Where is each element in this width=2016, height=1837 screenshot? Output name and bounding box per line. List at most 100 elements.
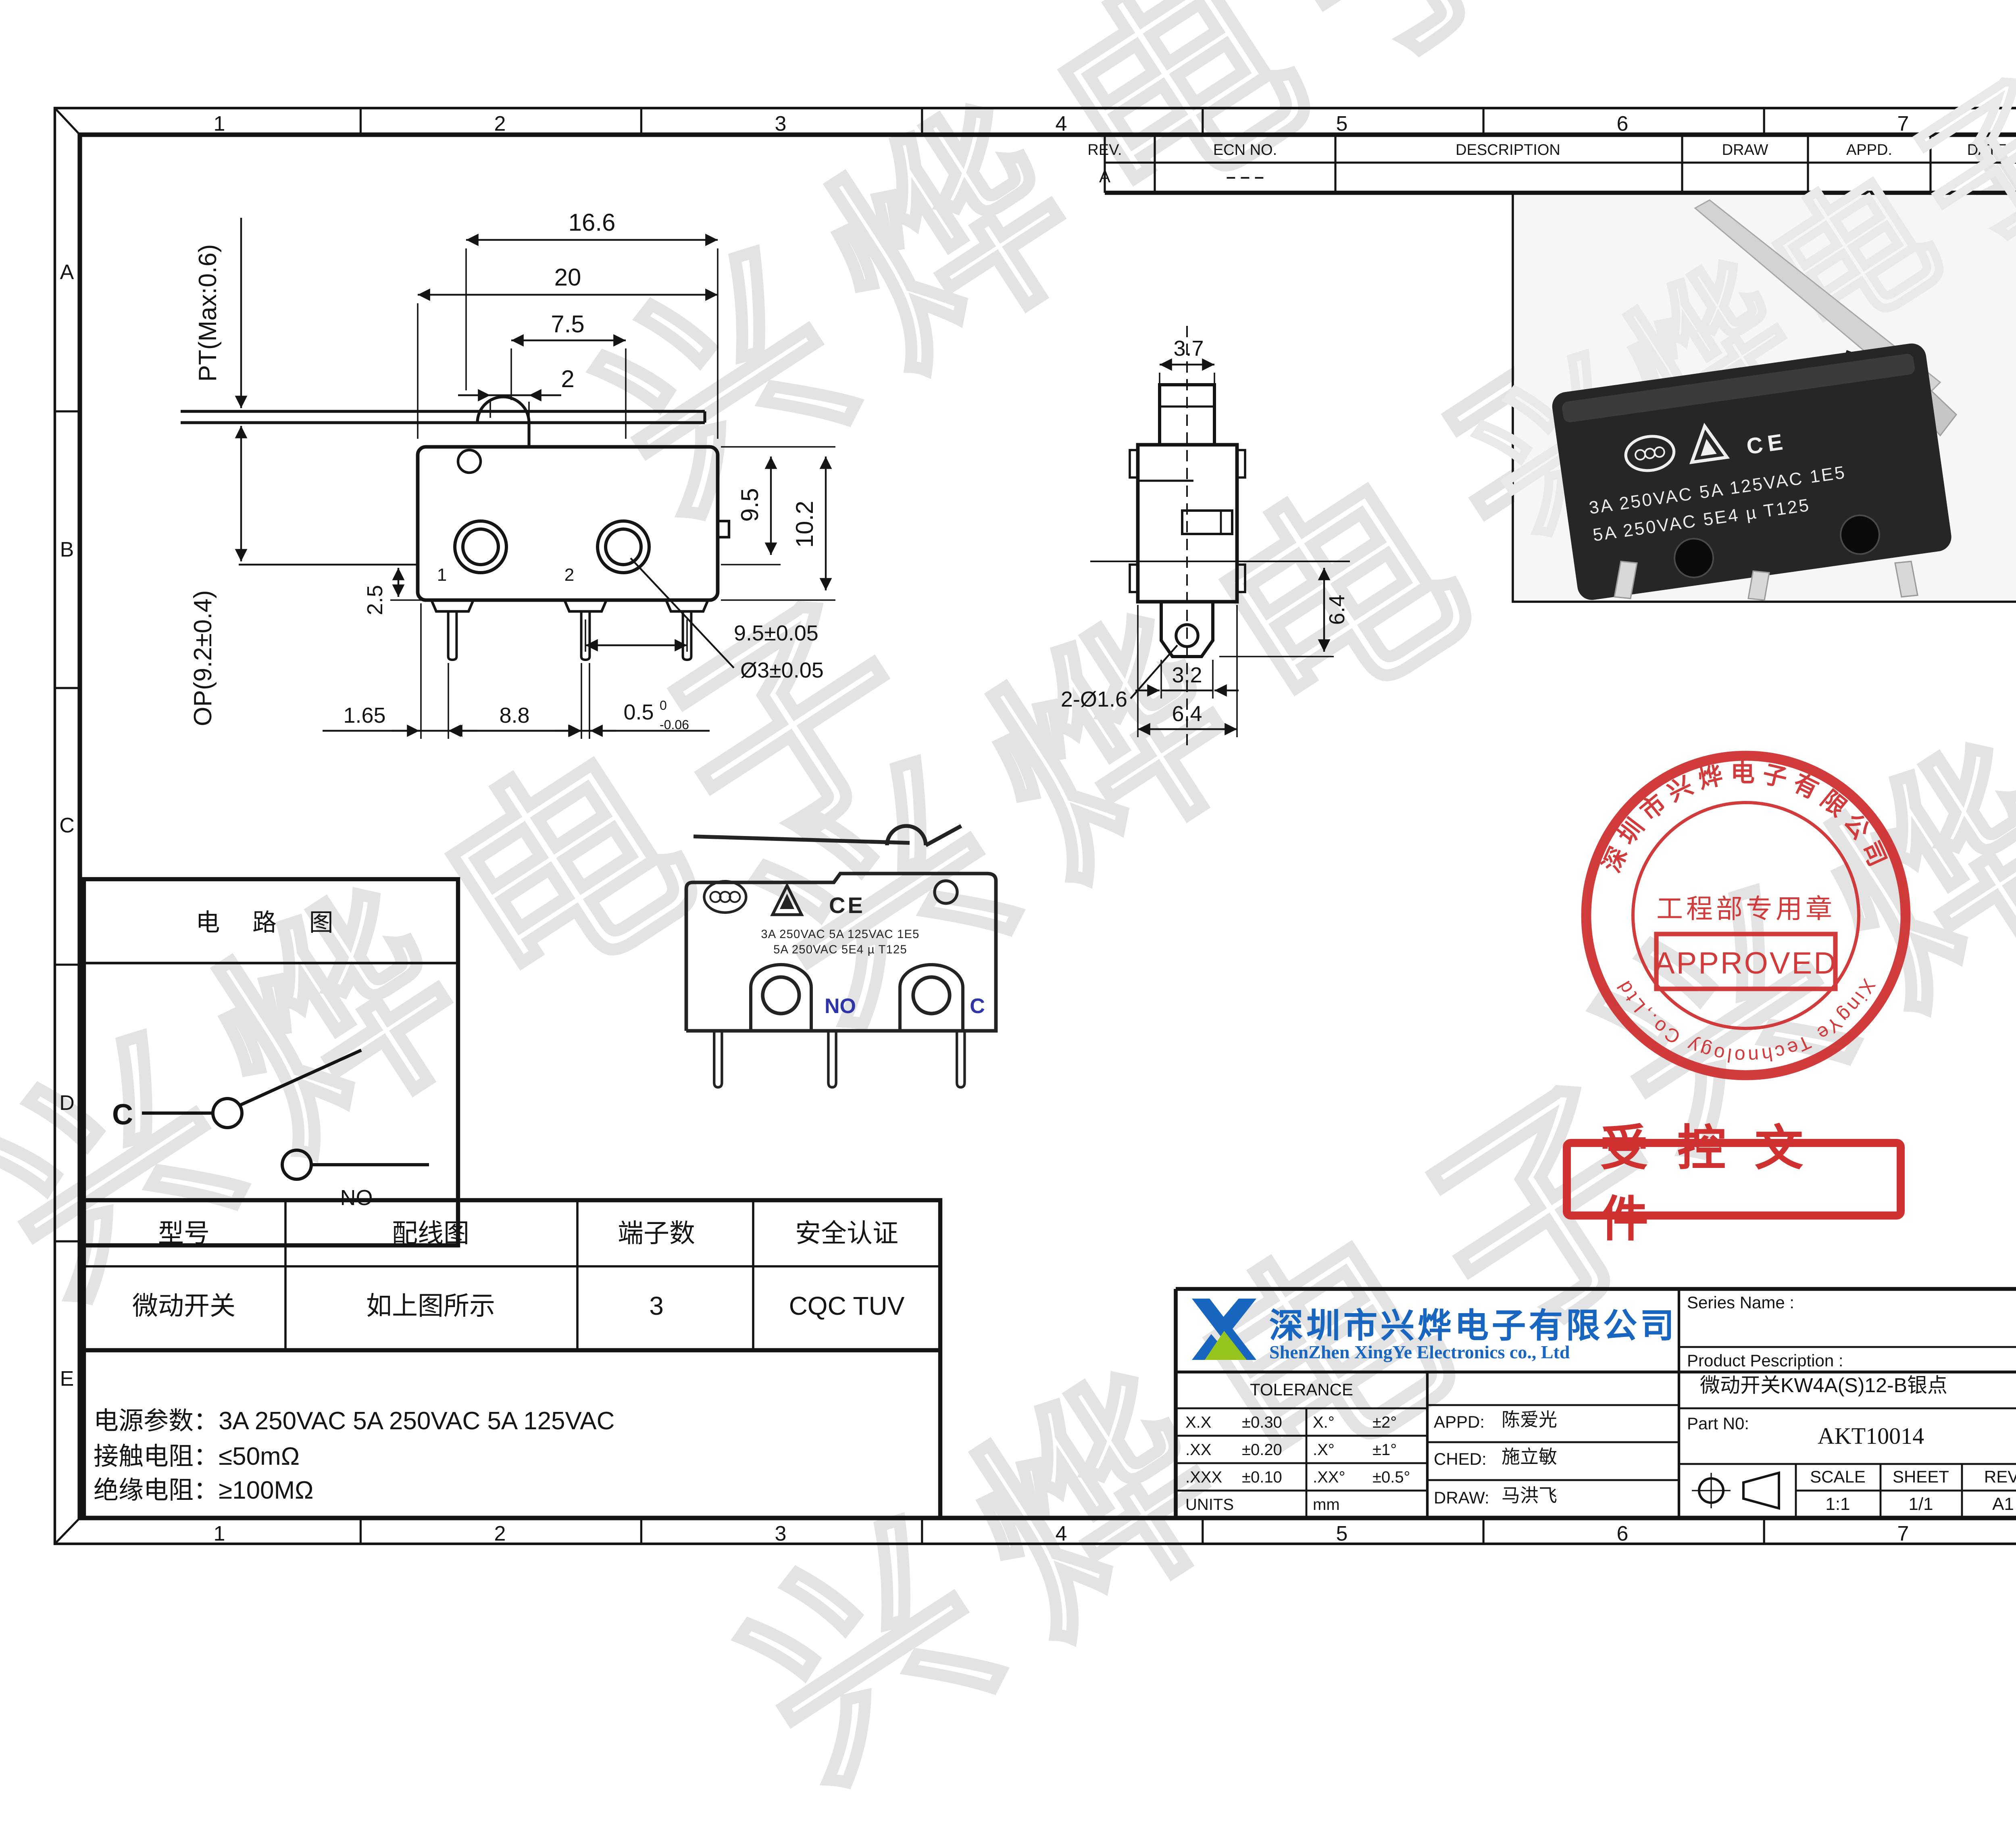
zone-label-bottom-2: 2	[494, 1521, 506, 1545]
rev-header-rev: REV.	[1087, 142, 1122, 160]
tol-r1-value2: ±2°	[1372, 1415, 1397, 1432]
dim-8-8: 8.8	[499, 703, 529, 728]
rev-label: REV.	[1984, 1468, 2016, 1487]
marking-c-label: C	[970, 995, 985, 1018]
draw-label: DRAW:	[1434, 1489, 1489, 1508]
company-name-cn: 深圳市兴烨电子有限公司	[1269, 1308, 1677, 1345]
tol-r3-value: ±0.10	[1242, 1470, 1282, 1487]
zone-label-top-3: 3	[775, 111, 787, 136]
dim-0-5: 0.5	[623, 700, 654, 724]
zone-label-left-B: B	[60, 537, 74, 561]
zone-label-top-4: 4	[1055, 111, 1067, 136]
spec-value-wiring: 如上图所示	[366, 1294, 495, 1321]
note-power-params: 电源参数：3A 250VAC 5A 250VAC 5A 125VAC	[94, 1407, 614, 1439]
note-insulation-resistance: 绝缘电阻：≥100MΩ	[94, 1476, 314, 1508]
scale-label: SCALE	[1810, 1468, 1866, 1487]
side-view-drawing: 3.7 6.4 2-Ø1.6 3.2 6.4	[1061, 326, 1350, 752]
zone-label-top-5: 5	[1336, 111, 1348, 136]
sheet-value: 1/1	[1908, 1495, 1933, 1515]
stamp-arc-top-text: 深圳市兴烨电子有限公司	[1598, 760, 1888, 876]
tol-r3-value2: ±0.5°	[1372, 1470, 1410, 1487]
tol-r1-label: X.X	[1185, 1415, 1212, 1432]
zone-label-left-C: C	[59, 813, 75, 837]
series-name-label: Series Name :	[1687, 1294, 1795, 1313]
product-description-value: 微动开关KW4A(S)12-B银点	[1700, 1374, 1947, 1397]
note-contact-label: 接触电阻：	[94, 1444, 219, 1471]
spec-value-cert: CQC TUV	[789, 1294, 905, 1321]
dim-7-5: 7.5	[551, 311, 584, 338]
spec-header-terminals: 端子数	[617, 1221, 695, 1249]
dim-16-6: 16.6	[569, 209, 616, 236]
controlled-document-text: 受控文件	[1600, 1123, 1832, 1247]
ched-value: 施立敏	[1502, 1449, 1557, 1468]
dim-10-2: 10.2	[791, 501, 818, 548]
zone-label-left-E: E	[60, 1366, 74, 1391]
part-no-value: AKT10014	[1817, 1424, 1924, 1450]
units-label: UNITS	[1185, 1497, 1234, 1515]
tol-r2-label2: .X°	[1313, 1442, 1335, 1460]
dim-1-65: 1.65	[343, 703, 385, 728]
zone-label-top-1: 1	[213, 111, 225, 136]
zone-label-bottom-1: 1	[213, 1521, 225, 1545]
marking-ce-mark: CE	[829, 892, 865, 918]
tol-r3-label2: .XX°	[1313, 1470, 1345, 1487]
company-logo-icon	[1192, 1299, 1256, 1360]
svg-text:深圳市兴烨电子有限公司: 深圳市兴烨电子有限公司	[1598, 760, 1894, 876]
tol-r2-label: .XX	[1185, 1442, 1212, 1460]
rev-header-date: DATE	[1967, 142, 2007, 160]
photo-switch-body: CE 3A 250VAC 5A 125VAC 1E5 5A 250VAC 5E4…	[1552, 343, 1951, 600]
marking-ratings-line1: 3A 250VAC 5A 125VAC 1E5	[761, 928, 919, 941]
circuit-no-label: NO	[340, 1186, 373, 1210]
scale-value: 1:1	[1825, 1495, 1850, 1515]
zone-label-left-D: D	[59, 1091, 75, 1115]
marking-no-label: NO	[825, 995, 856, 1018]
rev-value: A1	[1992, 1495, 2014, 1515]
label-2-dia-1-6: 2-Ø1.6	[1061, 687, 1127, 711]
circuit-title: 电 路 图	[196, 909, 346, 936]
dim-20: 20	[554, 264, 581, 291]
controlled-document-stamp: 受控文件	[1563, 1123, 1905, 1247]
zone-label-top-2: 2	[494, 111, 506, 136]
spec-header-wiring: 配线图	[392, 1221, 469, 1249]
tol-r3-label: .XXX	[1185, 1470, 1223, 1487]
projection-symbol-icon	[1692, 1471, 1780, 1510]
rev-header-draw: DRAW	[1722, 142, 1768, 160]
rev-header-appd: APPD.	[1846, 142, 1892, 160]
zone-label-left-A: A	[60, 260, 74, 284]
tol-r2-value: ±0.20	[1242, 1442, 1282, 1460]
dim-6-4-right: 6.4	[1325, 594, 1349, 625]
tolerance-title: TOLERANCE	[1250, 1381, 1353, 1400]
note-insulation-value: ≥100MΩ	[219, 1478, 314, 1505]
stamp-approved-text: APPROVED	[1654, 946, 1837, 980]
ched-label: CHED:	[1434, 1450, 1487, 1470]
sheet-label: SHEET	[1892, 1468, 1949, 1487]
dim-0-5-sub: -0.06	[660, 717, 689, 732]
dim-hole: Ø3±0.05	[740, 658, 824, 682]
note-contact-resistance: 接触电阻：≤50mΩ	[94, 1442, 300, 1474]
zone-label-bottom-6: 6	[1616, 1521, 1629, 1545]
front-view-drawing: 16.6 20 7.5 2 PT(Max:0.6) OP(9.2±0.4) 9.…	[181, 209, 835, 739]
terminal-number-1: 1	[437, 565, 447, 585]
approval-stamp: 深圳市兴烨电子有限公司 XingYe Technology Co.,Ltd 工程…	[1581, 751, 1911, 1080]
product-photo: 兴烨电子 CE 3A 250VAC 5A 125VAC 1E5 5A 250VA…	[1452, 38, 2016, 601]
note-insulation-label: 绝缘电阻：	[94, 1478, 219, 1505]
dim-2-5: 2.5	[363, 585, 387, 615]
dim-3-7: 3.7	[1173, 336, 1204, 361]
dim-op: OP(9.2±0.4)	[189, 590, 217, 726]
dim-pitch: 9.5±0.05	[734, 621, 818, 645]
part-no-label: Part N0:	[1687, 1415, 1749, 1434]
rev-row-rev: A	[1099, 168, 1110, 187]
zone-label-bottom-5: 5	[1336, 1521, 1348, 1545]
zone-label-bottom-7: 7	[1897, 1521, 1909, 1545]
appd-label: APPD:	[1434, 1413, 1485, 1432]
zone-label-top-6: 6	[1616, 111, 1629, 136]
spec-value-terminals: 3	[649, 1294, 664, 1321]
spec-header-cert: 安全认证	[795, 1221, 898, 1249]
dim-2: 2	[561, 365, 574, 392]
marking-view-drawing: CE 3A 250VAC 5A 125VAC 1E5 5A 250VAC 5E4…	[684, 824, 998, 1089]
photo-ce-mark: CE	[1745, 428, 1789, 459]
draw-value: 马洪飞	[1502, 1487, 1557, 1507]
tol-r1-label2: X.°	[1313, 1415, 1335, 1432]
terminal-number-2: 2	[564, 565, 574, 585]
zone-label-top-7: 7	[1897, 111, 1909, 136]
